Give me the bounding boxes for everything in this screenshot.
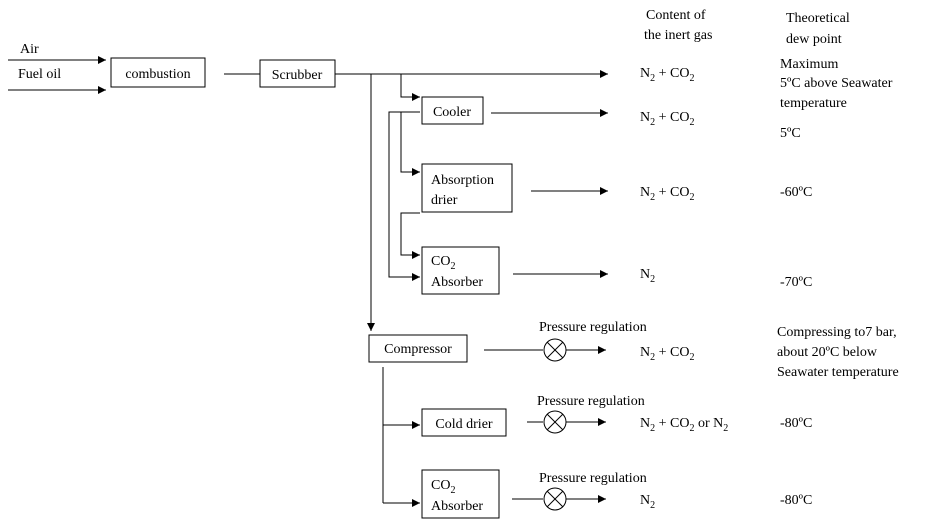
pressure-valve-icon xyxy=(543,338,567,362)
dew-row3: -60ºC xyxy=(780,185,812,200)
compressor-label: Compressor xyxy=(384,342,452,357)
dew-row1-line2: 5ºC above Seawater xyxy=(780,76,893,91)
dew-row5-line2: about 20ºC below xyxy=(777,345,878,360)
absorption-drier-box: Absorption drier xyxy=(421,163,513,213)
co2-absorber-bottom-label-line2: Absorber xyxy=(431,499,483,514)
dew-row7: -80ºC xyxy=(780,493,812,508)
header-content-line2: the inert gas xyxy=(644,28,712,43)
pressure-regulation-label-3: Pressure regulation xyxy=(539,471,647,486)
dew-row1-line1: Maximum xyxy=(780,57,838,72)
combustion-box: combustion xyxy=(110,57,206,88)
dew-row1-line3: temperature xyxy=(780,96,847,111)
absorption-label-line2: drier xyxy=(431,193,458,208)
gas-row1: N2 + CO2 xyxy=(640,66,694,84)
cooler-box: Cooler xyxy=(421,96,484,125)
absorption-label-line1: Absorption xyxy=(431,173,494,188)
gas-row6: N2 + CO2 or N2 xyxy=(640,416,728,434)
gas-row7: N2 xyxy=(640,493,655,511)
dew-row5-line3: Seawater temperature xyxy=(777,365,899,380)
co2-absorber-bottom-label-line1: CO2 xyxy=(431,478,455,496)
combustion-label: combustion xyxy=(125,67,190,82)
co2-absorber-top-label-line2: Absorber xyxy=(431,275,483,290)
header-dew-line2: dew point xyxy=(786,32,842,47)
pressure-regulation-label-2: Pressure regulation xyxy=(537,394,645,409)
dew-row6: -80ºC xyxy=(780,416,812,431)
scrubber-box: Scrubber xyxy=(259,59,336,88)
header-content-line1: Content of xyxy=(646,8,706,23)
gas-row3: N2 + CO2 xyxy=(640,185,694,203)
cooler-label: Cooler xyxy=(433,105,471,120)
input-fuel-label: Fuel oil xyxy=(18,67,61,82)
dew-row4: -70ºC xyxy=(780,275,812,290)
co2-absorber-bottom-box: CO2 Absorber xyxy=(421,469,500,519)
gas-row2: N2 + CO2 xyxy=(640,110,694,128)
input-air-label: Air xyxy=(20,42,39,57)
gas-row5: N2 + CO2 xyxy=(640,345,694,363)
pressure-regulation-label-1: Pressure regulation xyxy=(539,320,647,335)
gas-row4: N2 xyxy=(640,267,655,285)
branch-to-cooler xyxy=(400,74,420,101)
co2-absorber-top-label-line1: CO2 xyxy=(431,254,455,272)
dew-row5-line1: Compressing to7 bar, xyxy=(777,325,897,340)
header-dew-line1: Theoretical xyxy=(786,11,850,26)
cold-drier-box: Cold drier xyxy=(421,408,507,437)
cold-drier-label: Cold drier xyxy=(435,417,492,432)
cooler-to-co2-absorber-line xyxy=(388,111,420,281)
pressure-valve-icon xyxy=(543,487,567,511)
absorption-to-co2-line xyxy=(400,212,420,259)
dew-row2: 5ºC xyxy=(780,126,801,141)
cooler-to-absorption-line xyxy=(400,111,420,176)
compressor-box: Compressor xyxy=(368,334,468,363)
pressure-valve-icon xyxy=(543,410,567,434)
co2-absorber-top-box: CO2 Absorber xyxy=(421,246,500,295)
scrubber-label: Scrubber xyxy=(272,68,323,83)
